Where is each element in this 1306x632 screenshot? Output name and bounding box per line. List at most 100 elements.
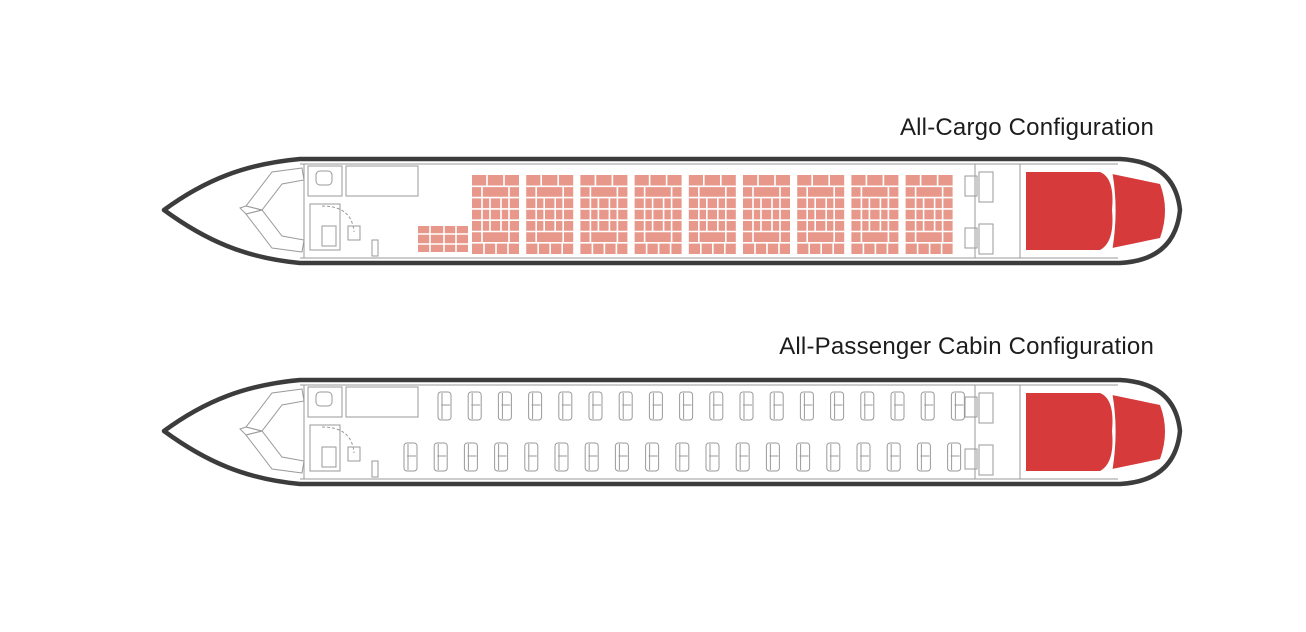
passenger-config-title: All-Passenger Cabin Configuration: [779, 333, 1154, 360]
seat-cushion: [675, 442, 690, 472]
cargo-pallet-lines: [472, 175, 519, 254]
passenger-seat: [558, 391, 573, 421]
aft-locker-2: [978, 223, 994, 255]
seat-cushion: [588, 391, 603, 421]
seat-cushion: [524, 442, 539, 472]
passenger-seat: [463, 442, 478, 472]
cockpit: [239, 385, 305, 479]
passenger-seat: [618, 391, 633, 421]
cabin-partition: [309, 424, 341, 472]
cargo-pallet-lines: [634, 175, 682, 254]
seat-cushion: [890, 391, 905, 421]
passenger-seat: [947, 442, 962, 472]
cargo-pallet-lines: [797, 175, 845, 254]
cargo-aircraft-diagram: [161, 156, 1183, 266]
seat-cushion: [920, 391, 935, 421]
seat-cushion: [584, 442, 599, 472]
aft-section: [964, 164, 1021, 258]
seat-cushion: [950, 391, 965, 421]
cargo-pallet-lines: [905, 175, 953, 254]
cargo-config-title: All-Cargo Configuration: [899, 114, 1154, 141]
cargo-pallet: [743, 175, 790, 254]
passenger-seat: [799, 391, 814, 421]
cargo-pallet: [580, 175, 628, 254]
galley-lavatory: [307, 386, 419, 478]
passenger-seat: [920, 391, 935, 421]
aft-locker-1: [978, 171, 994, 203]
cargo-pallet: [688, 175, 736, 254]
cabin-wall: [300, 163, 1118, 259]
passenger-seat: [467, 391, 482, 421]
cargo-pallet-body: [851, 175, 899, 254]
passenger-seat: [860, 391, 875, 421]
cockpit-console: [239, 426, 263, 436]
passenger-seat: [614, 442, 629, 472]
passenger-seat: [950, 391, 965, 421]
cargo-pallet-body: [634, 175, 682, 254]
seat-cushion: [860, 391, 875, 421]
seat-cushion: [645, 442, 660, 472]
toilet-icon: [315, 391, 333, 407]
seat-cushion: [614, 442, 629, 472]
seat-cushion: [856, 442, 871, 472]
cargo-pallet-body: [526, 175, 574, 254]
tail-cone-front: [1026, 172, 1113, 250]
passenger-seat: [588, 391, 603, 421]
cargo-pallet-body: [797, 175, 845, 254]
passenger-aircraft-diagram: [161, 377, 1183, 487]
passenger-seat: [890, 391, 905, 421]
cargo-pallet-lines: [851, 175, 899, 254]
seat-cushion: [735, 442, 750, 472]
seat-cushion: [554, 442, 569, 472]
aft-seat-1: [964, 396, 978, 418]
cockpit: [239, 164, 305, 258]
seat-cushion: [467, 391, 482, 421]
galley-counter: [345, 386, 419, 418]
seat-cushion: [437, 391, 452, 421]
aft-section: [964, 385, 1021, 479]
tail-cone-front: [1026, 393, 1113, 471]
passenger-seat: [739, 391, 754, 421]
passenger-seat: [856, 442, 871, 472]
cargo-pallet-body: [472, 175, 519, 254]
loose-cargo: [418, 226, 468, 252]
seat-cushion: [494, 442, 509, 472]
aft-seat-2: [964, 227, 978, 249]
door-swing: [321, 426, 355, 454]
seat-cushion: [826, 442, 841, 472]
cargo-pallet: [634, 175, 682, 254]
passenger-seat: [765, 442, 780, 472]
seat-cushion: [497, 391, 512, 421]
passenger-seat: [528, 391, 543, 421]
cargo-pallet: [526, 175, 574, 254]
passenger-seat: [705, 442, 720, 472]
passenger-seat: [497, 391, 512, 421]
seat-cushion: [648, 391, 663, 421]
cargo-pallet-body: [580, 175, 628, 254]
seat-cushion: [830, 391, 845, 421]
cargo-pallet-lines: [526, 175, 574, 254]
tail-cone: [1026, 172, 1165, 250]
seat-cushion: [739, 391, 754, 421]
tail-cone-rear: [1112, 174, 1165, 248]
attendant-seat: [321, 446, 337, 468]
attendant-seat-2: [347, 446, 361, 462]
loose-cargo-body: [418, 226, 468, 252]
seat-cushion: [679, 391, 694, 421]
aft-seat-2: [964, 448, 978, 470]
seat-cushion: [705, 442, 720, 472]
cargo-pallet: [472, 175, 519, 254]
cargo-pallet-body: [905, 175, 953, 254]
seat-cushion: [916, 442, 931, 472]
aft-locker-1: [978, 392, 994, 424]
seat-cushion: [709, 391, 724, 421]
lavatory: [307, 165, 343, 197]
passenger-seats: [403, 391, 965, 472]
cargo-pallet-body: [688, 175, 736, 254]
passenger-seat: [916, 442, 931, 472]
seat-cushion: [799, 391, 814, 421]
galley-counter: [345, 165, 419, 197]
passenger-seat: [886, 442, 901, 472]
seat-cushion: [558, 391, 573, 421]
passenger-seat: [769, 391, 784, 421]
